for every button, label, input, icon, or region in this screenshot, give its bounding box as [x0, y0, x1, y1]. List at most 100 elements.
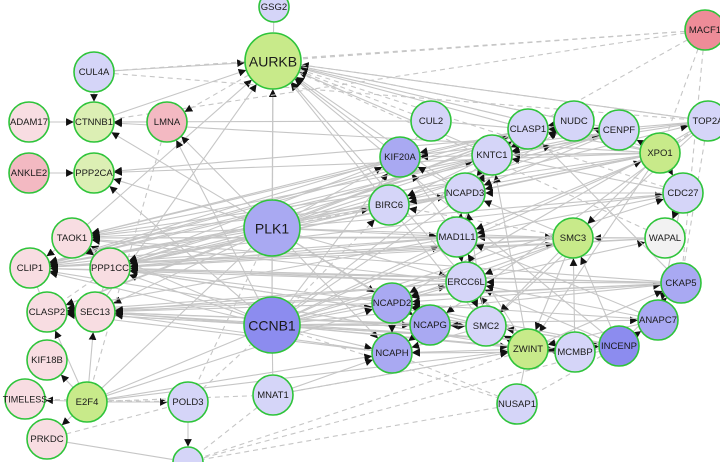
node-circle[interactable]: [436, 216, 478, 258]
node-circle[interactable]: [51, 217, 93, 259]
node-circle[interactable]: [371, 282, 413, 324]
node-anapc7[interactable]: ANAPC7: [637, 299, 679, 341]
node-circle[interactable]: [507, 108, 549, 150]
node-circle[interactable]: [554, 331, 596, 373]
node-ercc6l[interactable]: ERCC6L: [445, 261, 487, 303]
node-cul4a[interactable]: CUL4A: [73, 51, 115, 93]
node-cdc27[interactable]: CDC27: [662, 172, 704, 214]
node-circle[interactable]: [687, 100, 720, 142]
node-sec13[interactable]: SEC13: [74, 291, 116, 333]
node-circle[interactable]: [167, 381, 209, 423]
node-prkdc[interactable]: PRKDC: [26, 418, 68, 460]
node-adam17[interactable]: ADAM17: [8, 101, 50, 143]
node-circle[interactable]: [26, 291, 68, 333]
node-ncapd2[interactable]: NCAPD2: [371, 282, 413, 324]
node-circle[interactable]: [379, 136, 421, 178]
node-circle[interactable]: [368, 184, 410, 226]
node-timeless[interactable]: TIMELESS: [3, 378, 48, 420]
node-circle[interactable]: [371, 332, 413, 374]
node-smc2[interactable]: SMC2: [465, 305, 507, 347]
node-ncapd3[interactable]: NCAPD3: [444, 172, 486, 214]
node-xpo1[interactable]: XPO1: [639, 132, 681, 174]
node-circle[interactable]: [243, 199, 301, 257]
node-e2f4[interactable]: E2F4: [66, 381, 108, 423]
node-clip1[interactable]: CLIP1: [9, 247, 51, 289]
node-ppp1cc[interactable]: PPP1CC: [89, 247, 131, 289]
node-zwint[interactable]: ZWINT: [507, 328, 549, 370]
node-ctnnb1[interactable]: CTNNB1: [73, 101, 115, 143]
node-clasp2[interactable]: CLASP2: [26, 291, 68, 333]
node-circle[interactable]: [598, 109, 640, 151]
node-circle[interactable]: [444, 172, 486, 214]
node-cul2[interactable]: CUL2: [410, 100, 452, 142]
node-circle[interactable]: [9, 247, 51, 289]
node-circle[interactable]: [26, 418, 68, 460]
node-incenp[interactable]: INCENP: [598, 325, 640, 367]
edge-ncapd3-aurkb: [296, 76, 449, 183]
node-circle[interactable]: [507, 328, 549, 370]
node-circle[interactable]: [552, 217, 594, 259]
node-circle[interactable]: [243, 296, 301, 354]
node-mnat1[interactable]: MNAT1: [252, 374, 294, 416]
node-smc3[interactable]: SMC3: [552, 217, 594, 259]
node-circle[interactable]: [258, 0, 290, 23]
node-circle[interactable]: [73, 152, 115, 194]
node-ncaph[interactable]: NCAPH: [371, 332, 413, 374]
node-circle[interactable]: [471, 134, 513, 176]
node-kif18b[interactable]: KIF18B: [26, 339, 68, 381]
edge-clasp1-taok1: [91, 133, 509, 236]
node-circle[interactable]: [684, 9, 720, 51]
node-circle[interactable]: [445, 261, 487, 303]
node-gsg2[interactable]: GSG2: [258, 0, 290, 23]
node-circle[interactable]: [662, 172, 704, 214]
node-kntc1[interactable]: KNTC1: [471, 134, 513, 176]
node-ncapg[interactable]: NCAPG: [409, 304, 451, 346]
node-lmna[interactable]: LMNA: [146, 101, 188, 143]
node-wapal[interactable]: WAPAL: [644, 217, 686, 259]
node-circle[interactable]: [252, 374, 294, 416]
node-circle[interactable]: [66, 381, 108, 423]
node-mad1l1[interactable]: MAD1L1: [436, 216, 478, 258]
node-aurkb[interactable]: AURKB: [244, 32, 302, 90]
node-circle[interactable]: [637, 299, 679, 341]
node-taok1[interactable]: TAOK1: [51, 217, 93, 259]
node-circle[interactable]: [410, 100, 452, 142]
node-circle[interactable]: [8, 152, 50, 194]
node-circle[interactable]: [409, 304, 451, 346]
node-circle[interactable]: [73, 51, 115, 93]
node-pole[interactable]: [172, 446, 204, 462]
node-kif20a[interactable]: KIF20A: [379, 136, 421, 178]
edge-smc3-ppp1cc: [130, 238, 554, 270]
node-circle[interactable]: [496, 383, 538, 425]
node-circle[interactable]: [73, 101, 115, 143]
node-circle[interactable]: [74, 291, 116, 333]
node-birc6[interactable]: BIRC6: [368, 184, 410, 226]
node-ccnb1[interactable]: CCNB1: [243, 296, 301, 354]
node-macf1[interactable]: MACF1: [684, 9, 720, 51]
node-clasp1[interactable]: CLASP1: [507, 108, 549, 150]
node-cenpf[interactable]: CENPF: [598, 109, 640, 151]
node-mcmbp[interactable]: MCMBP: [554, 331, 596, 373]
node-ckap5[interactable]: CKAP5: [660, 262, 702, 304]
node-circle[interactable]: [26, 339, 68, 381]
node-circle[interactable]: [639, 132, 681, 174]
node-circle[interactable]: [598, 325, 640, 367]
node-circle[interactable]: [89, 247, 131, 289]
edge-ncapd3-birc6: [408, 195, 446, 205]
node-ankle2[interactable]: ANKLE2: [8, 152, 50, 194]
node-ppp2ca[interactable]: PPP2CA: [73, 152, 115, 194]
node-nusap1[interactable]: NUSAP1: [496, 383, 538, 425]
node-circle[interactable]: [146, 101, 188, 143]
node-nudc[interactable]: NUDC: [553, 100, 595, 142]
node-circle[interactable]: [8, 101, 50, 143]
node-plk1[interactable]: PLK1: [243, 199, 301, 257]
node-circle[interactable]: [660, 262, 702, 304]
node-circle[interactable]: [644, 217, 686, 259]
node-circle[interactable]: [244, 32, 302, 90]
node-circle[interactable]: [553, 100, 595, 142]
node-pold3[interactable]: POLD3: [167, 381, 209, 423]
node-circle[interactable]: [4, 378, 46, 420]
node-top2a[interactable]: TOP2A: [687, 100, 720, 142]
node-circle[interactable]: [465, 305, 507, 347]
node-circle[interactable]: [172, 446, 204, 462]
